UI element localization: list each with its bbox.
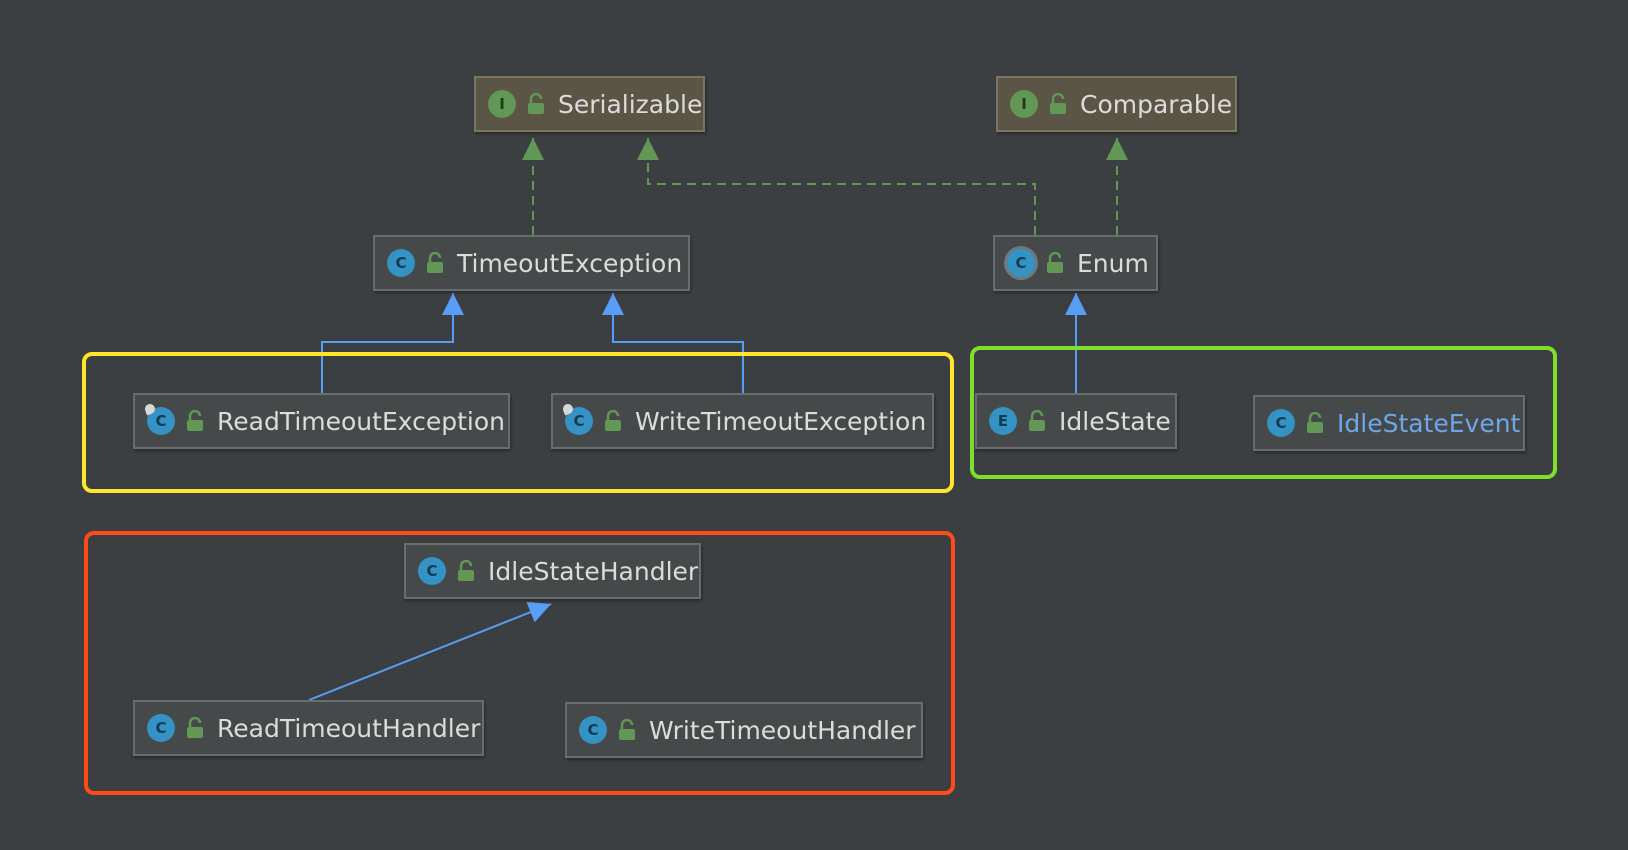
arrowhead-enum-to-serializable	[637, 138, 659, 160]
class-icon: C	[1267, 409, 1295, 437]
arrowhead-read-timeout-handler-to-idle-state-handler	[526, 601, 551, 623]
node-label: IdleState	[1059, 406, 1171, 436]
lock-open-icon	[1047, 252, 1063, 273]
node-label: TimeoutException	[457, 248, 683, 278]
node-label: Serializable	[558, 89, 703, 119]
node-label: Enum	[1077, 248, 1149, 278]
node-label: WriteTimeoutHandler	[649, 715, 916, 745]
lock-open-icon	[1050, 93, 1066, 114]
read-timeout-exception-node[interactable]: C ReadTimeoutException	[133, 393, 510, 449]
node-label: IdleStateEvent	[1337, 408, 1521, 438]
exceptions-group	[82, 352, 954, 493]
idle-state-node[interactable]: E IdleState	[975, 393, 1177, 449]
class-icon: C	[418, 557, 446, 585]
interface-icon: I	[488, 90, 516, 118]
lock-open-icon	[1307, 412, 1323, 433]
interface-icon: I	[1010, 90, 1038, 118]
arrowhead-timeout-exception-to-serializable	[522, 138, 544, 160]
edge-read-timeout-exception-to-timeout-exception	[321, 293, 454, 393]
idle-state-event-node[interactable]: C IdleStateEvent	[1253, 395, 1525, 451]
pin-icon	[143, 402, 157, 416]
arrowhead-enum-to-comparable	[1106, 138, 1128, 160]
node-label: ReadTimeoutException	[217, 406, 505, 436]
read-timeout-handler-node[interactable]: C ReadTimeoutHandler	[133, 700, 484, 756]
node-label: ReadTimeoutHandler	[217, 713, 481, 743]
lock-open-icon	[619, 719, 635, 740]
enum-node[interactable]: C Enum	[993, 235, 1158, 291]
arrowhead-write-timeout-exception-to-timeout-exception	[602, 293, 624, 315]
handlers-group	[84, 531, 955, 795]
edge-write-timeout-exception-to-timeout-exception	[612, 293, 744, 393]
lock-open-icon	[427, 252, 443, 273]
lock-open-icon	[528, 93, 544, 114]
arrowhead-idle-state-to-enum	[1065, 293, 1087, 315]
serializable-node[interactable]: I Serializable	[474, 76, 705, 132]
enum-icon: E	[989, 407, 1017, 435]
pin-icon	[561, 402, 575, 416]
write-timeout-handler-node[interactable]: C WriteTimeoutHandler	[565, 702, 923, 758]
lock-open-icon	[187, 410, 203, 431]
write-timeout-exception-node[interactable]: C WriteTimeoutException	[551, 393, 934, 449]
class-icon: C	[579, 716, 607, 744]
edge-read-timeout-handler-to-idle-state-handler	[308, 603, 552, 701]
timeout-exception-node[interactable]: C TimeoutException	[373, 235, 690, 291]
edge-enum-to-serializable	[647, 138, 1036, 235]
lock-open-icon	[1029, 410, 1045, 431]
abstract-class-icon: C	[1007, 249, 1035, 277]
exception-class-icon: C	[561, 402, 593, 435]
class-icon: C	[387, 249, 415, 277]
state-group	[970, 346, 1557, 479]
lock-open-icon	[458, 560, 474, 581]
lock-open-icon	[605, 410, 621, 431]
lock-open-icon	[187, 717, 203, 738]
node-label: WriteTimeoutException	[635, 406, 927, 436]
exception-class-icon: C	[143, 402, 175, 435]
node-label: IdleStateHandler	[488, 556, 699, 586]
comparable-node[interactable]: I Comparable	[996, 76, 1237, 132]
class-icon: C	[147, 714, 175, 742]
arrowhead-read-timeout-exception-to-timeout-exception	[442, 293, 464, 315]
node-label: Comparable	[1080, 89, 1233, 119]
idle-state-handler-node[interactable]: C IdleStateHandler	[404, 543, 701, 599]
